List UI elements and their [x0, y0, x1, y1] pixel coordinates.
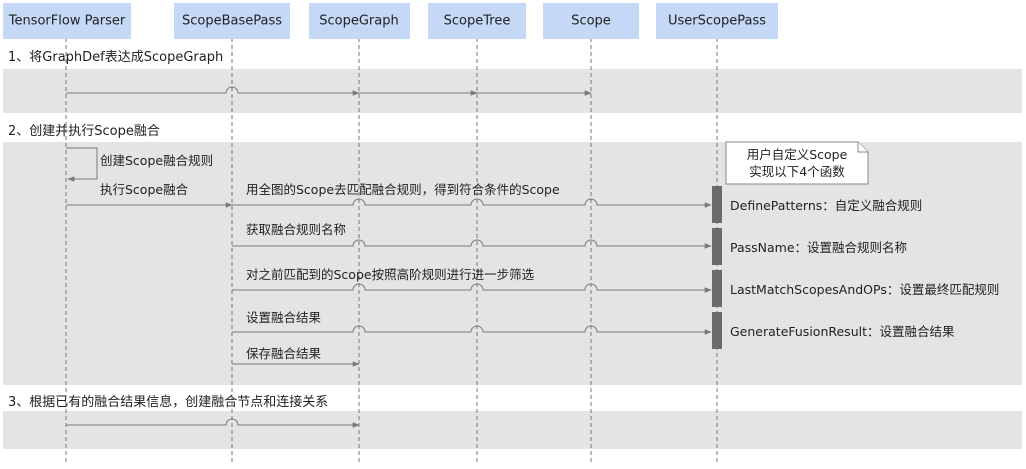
- note-line-1: 用户自定义Scope: [747, 147, 848, 162]
- participant-userscopepass: UserScopePass: [656, 3, 778, 39]
- section-1-band: [3, 69, 1022, 113]
- activation-last-match: [712, 270, 722, 307]
- msg-filter: 对之前匹配到的Scope按照高阶规则进行进一步筛选: [246, 267, 535, 282]
- msg-create-rule: 创建Scope融合规则: [100, 153, 213, 168]
- participant-label: ScopeGraph: [319, 14, 398, 29]
- participant-scope: Scope: [543, 3, 639, 39]
- arrow-filter: [232, 283, 712, 293]
- participant-scopegraph: ScopeGraph: [309, 3, 410, 39]
- section-1-title: 1、将GraphDef表达成ScopeGraph: [8, 50, 223, 65]
- participant-tensorflow-parser: TensorFlow Parser: [3, 3, 131, 39]
- activation-define-patterns: [712, 186, 722, 223]
- msg-get-name: 获取融合规则名称: [246, 222, 346, 237]
- section-2-title: 2、创建并执行Scope融合: [8, 124, 160, 139]
- participant-label: TensorFlow Parser: [8, 14, 126, 29]
- arrow-parser-to-scopegraph-final: [66, 418, 360, 428]
- participant-scopetree: ScopeTree: [428, 3, 526, 39]
- section-2-band: [3, 142, 1022, 385]
- fn-pass-name: PassName：设置融合规则名称: [730, 240, 907, 255]
- note-line-2: 实现以下4个函数: [749, 164, 845, 179]
- section-3-title: 3、根据已有的融合结果信息，创建融合节点和连接关系: [8, 394, 328, 410]
- arrow-set-result: [232, 325, 712, 335]
- arrow-parser-to-scopegraph: [66, 86, 360, 96]
- msg-match: 用全图的Scope去匹配融合规则，得到符合条件的Scope: [246, 182, 560, 197]
- participant-label: UserScopePass: [668, 14, 766, 29]
- participant-scopebasepass: ScopeBasePass: [174, 3, 290, 39]
- participant-label: ScopeTree: [444, 14, 511, 29]
- msg-exec-fusion: 执行Scope融合: [100, 182, 189, 197]
- msg-set-result: 设置融合结果: [246, 310, 322, 325]
- arrow-get-name: [232, 239, 712, 249]
- fn-define-patterns: DefinePatterns：自定义融合规则: [730, 198, 922, 213]
- participant-label: Scope: [571, 14, 611, 29]
- arrow-match: [232, 198, 712, 208]
- note-box: 用户自定义Scope 实现以下4个函数: [725, 141, 869, 185]
- fn-generate-result: GenerateFusionResult：设置融合结果: [730, 324, 955, 339]
- self-arrow-create-rule: [66, 147, 98, 182]
- fn-last-match: LastMatchScopesAndOPs：设置最终匹配规则: [730, 282, 999, 297]
- activation-pass-name: [712, 228, 722, 265]
- activation-generate-result: [712, 312, 722, 349]
- participant-label: ScopeBasePass: [182, 14, 282, 29]
- msg-save-result: 保存融合结果: [246, 346, 322, 361]
- section-3-band: [3, 411, 1022, 449]
